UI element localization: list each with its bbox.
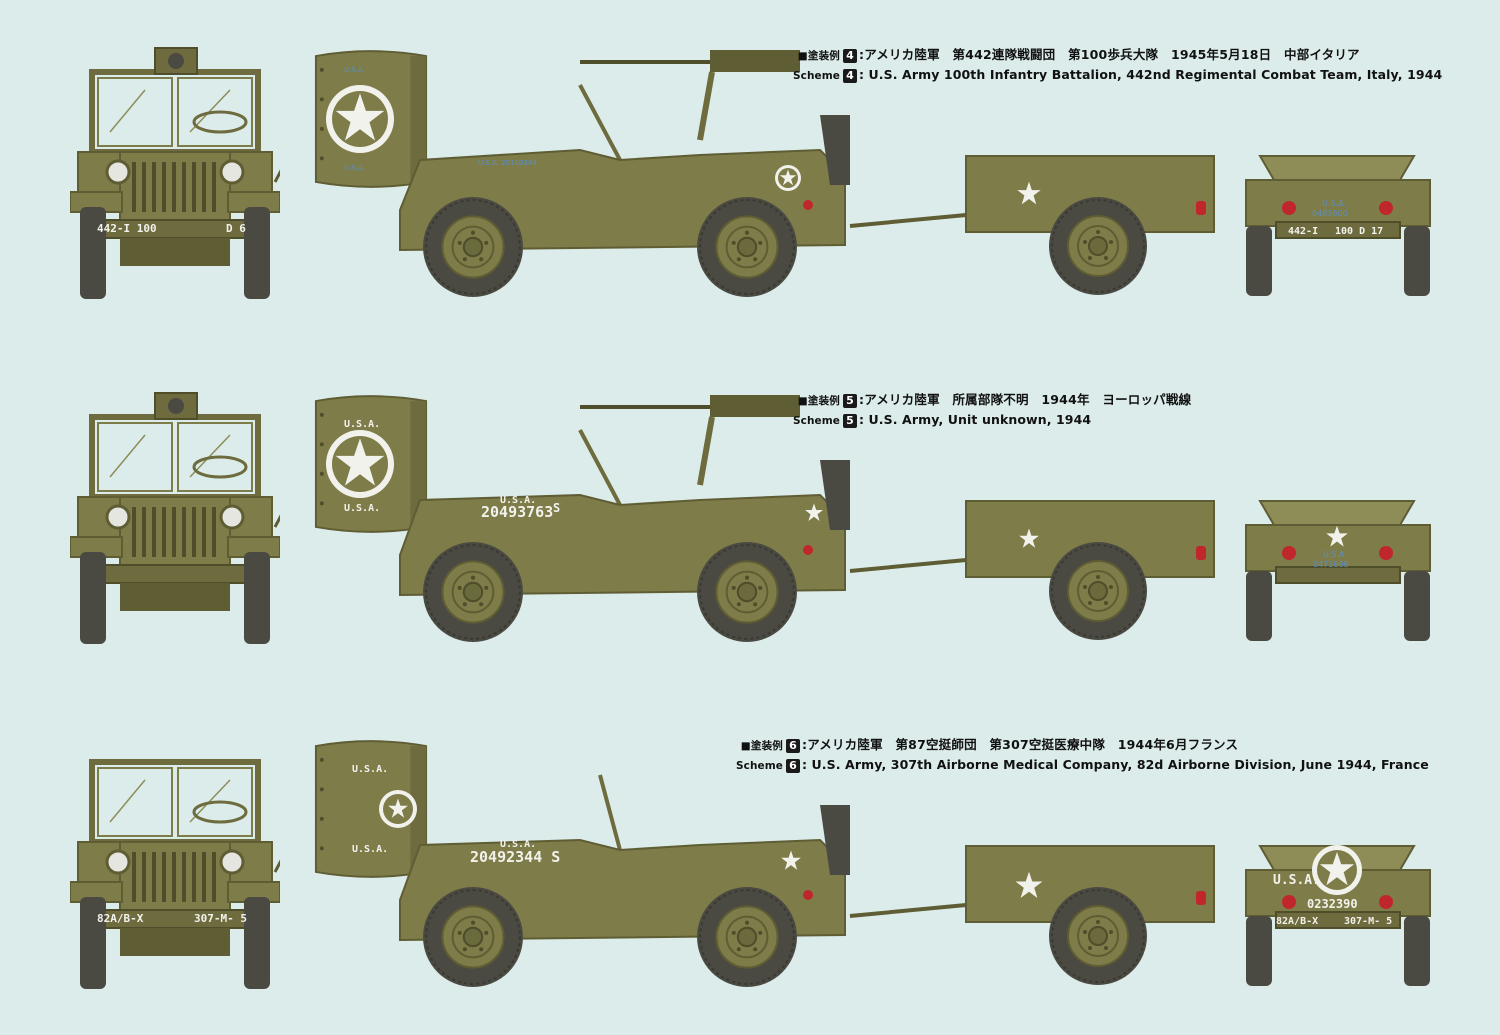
spare-cover-bottom-text: U.S.A. xyxy=(352,844,388,855)
scheme-en-prefix: Scheme xyxy=(735,760,783,772)
hood-number-text: U.S.A. 20100344 xyxy=(478,159,537,167)
scheme-number-badge: 5 xyxy=(843,414,857,428)
spare-cover-bottom-text: U.S.A. xyxy=(344,503,380,514)
trailer-side-view xyxy=(849,500,1215,641)
spare-cover-top-text: U.S.A. xyxy=(344,66,365,74)
scheme-4-section: 442-I 100 D 6 U.S.A. U.S.A. U.S.A. 20100… xyxy=(0,0,1500,345)
trailer-rear-top-text: U.S.A. xyxy=(1323,550,1347,559)
scheme-5-artwork: U.S.A. U.S.A. U.S.A. 20493763 S xyxy=(0,392,1431,690)
trailer-rear-top-text: U.S.A. xyxy=(1322,199,1346,208)
trailer-bumper-right-text: 100 D 17 xyxy=(1335,226,1383,237)
hood-suffix-text: S xyxy=(553,501,560,515)
scheme-en-prefix: Scheme xyxy=(792,70,840,82)
trailer-bumper-left-text: 442-I xyxy=(1288,226,1318,237)
scheme-ja-prefix: ■塗装例 xyxy=(797,50,840,62)
scheme-number-badge: 5 xyxy=(843,394,857,408)
scheme-ja-prefix: ■塗装例 xyxy=(797,395,840,407)
trailer-bumper-left-text: 82A/B-X xyxy=(1276,916,1318,927)
trailer-bumper-right-text: 307-M- 5 xyxy=(1344,916,1392,927)
trailer-rear-top-text: U.S.A. xyxy=(1273,873,1320,888)
scheme-4-artwork: 442-I 100 D 6 U.S.A. U.S.A. U.S.A. 20100… xyxy=(0,47,1431,345)
hood-usa-text: U.S.A. xyxy=(500,839,536,850)
front-bumper-left-text: 82A/B-X xyxy=(97,912,144,925)
scheme-en-text: : U.S. Army, Unit unknown, 1944 xyxy=(859,412,1092,427)
spare-cover xyxy=(314,740,428,878)
jeep-front-view xyxy=(70,47,292,299)
trailer-rear-serial-text: 0471696 xyxy=(1313,560,1349,569)
trailer-rear-view xyxy=(1245,845,1431,986)
scheme-ja-text: :アメリカ陸軍 第87空挺師団 第307空挺医療中隊 1944年6月フランス xyxy=(802,737,1239,752)
scheme-number-badge: 4 xyxy=(843,49,857,63)
scheme-5-section: U.S.A. U.S.A. U.S.A. 20493763 S xyxy=(0,345,1500,690)
jeep-front-view xyxy=(70,762,292,989)
scheme-number-badge: 6 xyxy=(786,759,800,773)
trailer-rear-view xyxy=(1245,155,1431,296)
scheme-en-text: : U.S. Army 100th Infantry Battalion, 44… xyxy=(859,67,1443,82)
front-bumper-right-text: 307-M- 5 xyxy=(194,912,247,925)
hood-number-text: 20493763 xyxy=(481,503,553,521)
scheme-6-section: 82A/B-X 307-M- 5 U.S.A. U.S.A. U.S.A. 20… xyxy=(0,690,1500,1035)
spare-cover-top-text: U.S.A. xyxy=(344,419,380,430)
scheme-en-prefix: Scheme xyxy=(792,415,840,427)
trailer-rear-view xyxy=(1245,500,1431,641)
scheme-ja-prefix: ■塗装例 xyxy=(740,740,783,752)
hood-number-text: 20492344 S xyxy=(470,848,560,866)
jeep-side-view xyxy=(399,774,850,988)
scheme-6-artwork: 82A/B-X 307-M- 5 U.S.A. U.S.A. U.S.A. 20… xyxy=(0,740,1431,1035)
scheme-ja-text: :アメリカ陸軍 所属部隊不明 1944年 ヨーロッパ戦線 xyxy=(859,392,1192,407)
jeep-side-view xyxy=(399,395,850,643)
front-bumper-left-text: 442-I 100 xyxy=(97,222,157,235)
scheme-ja-text: :アメリカ陸軍 第442連隊戦闘団 第100歩兵大隊 1945年5月18日 中部… xyxy=(859,47,1360,62)
trailer-rear-serial-text: 0232390 xyxy=(1307,897,1358,911)
spare-cover-top-text: U.S.A. xyxy=(352,764,388,775)
spare-cover xyxy=(314,395,428,533)
trailer-rear-serial-text: 0483600 xyxy=(1312,209,1348,218)
scheme-number-badge: 4 xyxy=(843,69,857,83)
trailer-side-view xyxy=(849,155,1215,296)
jeep-side-view xyxy=(399,50,850,298)
hood-usa-text: U.S.A. xyxy=(500,495,536,506)
scheme-number-badge: 6 xyxy=(786,739,800,753)
mg-mount-front xyxy=(154,47,198,75)
trailer-side-view xyxy=(849,845,1215,986)
spare-cover-bottom-text: U.S.A. xyxy=(344,164,365,172)
jeep-front-view xyxy=(70,392,292,644)
front-bumper-right-text: D 6 xyxy=(226,222,246,235)
spare-cover xyxy=(314,50,428,188)
scheme-en-text: : U.S. Army, 307th Airborne Medical Comp… xyxy=(802,757,1429,772)
